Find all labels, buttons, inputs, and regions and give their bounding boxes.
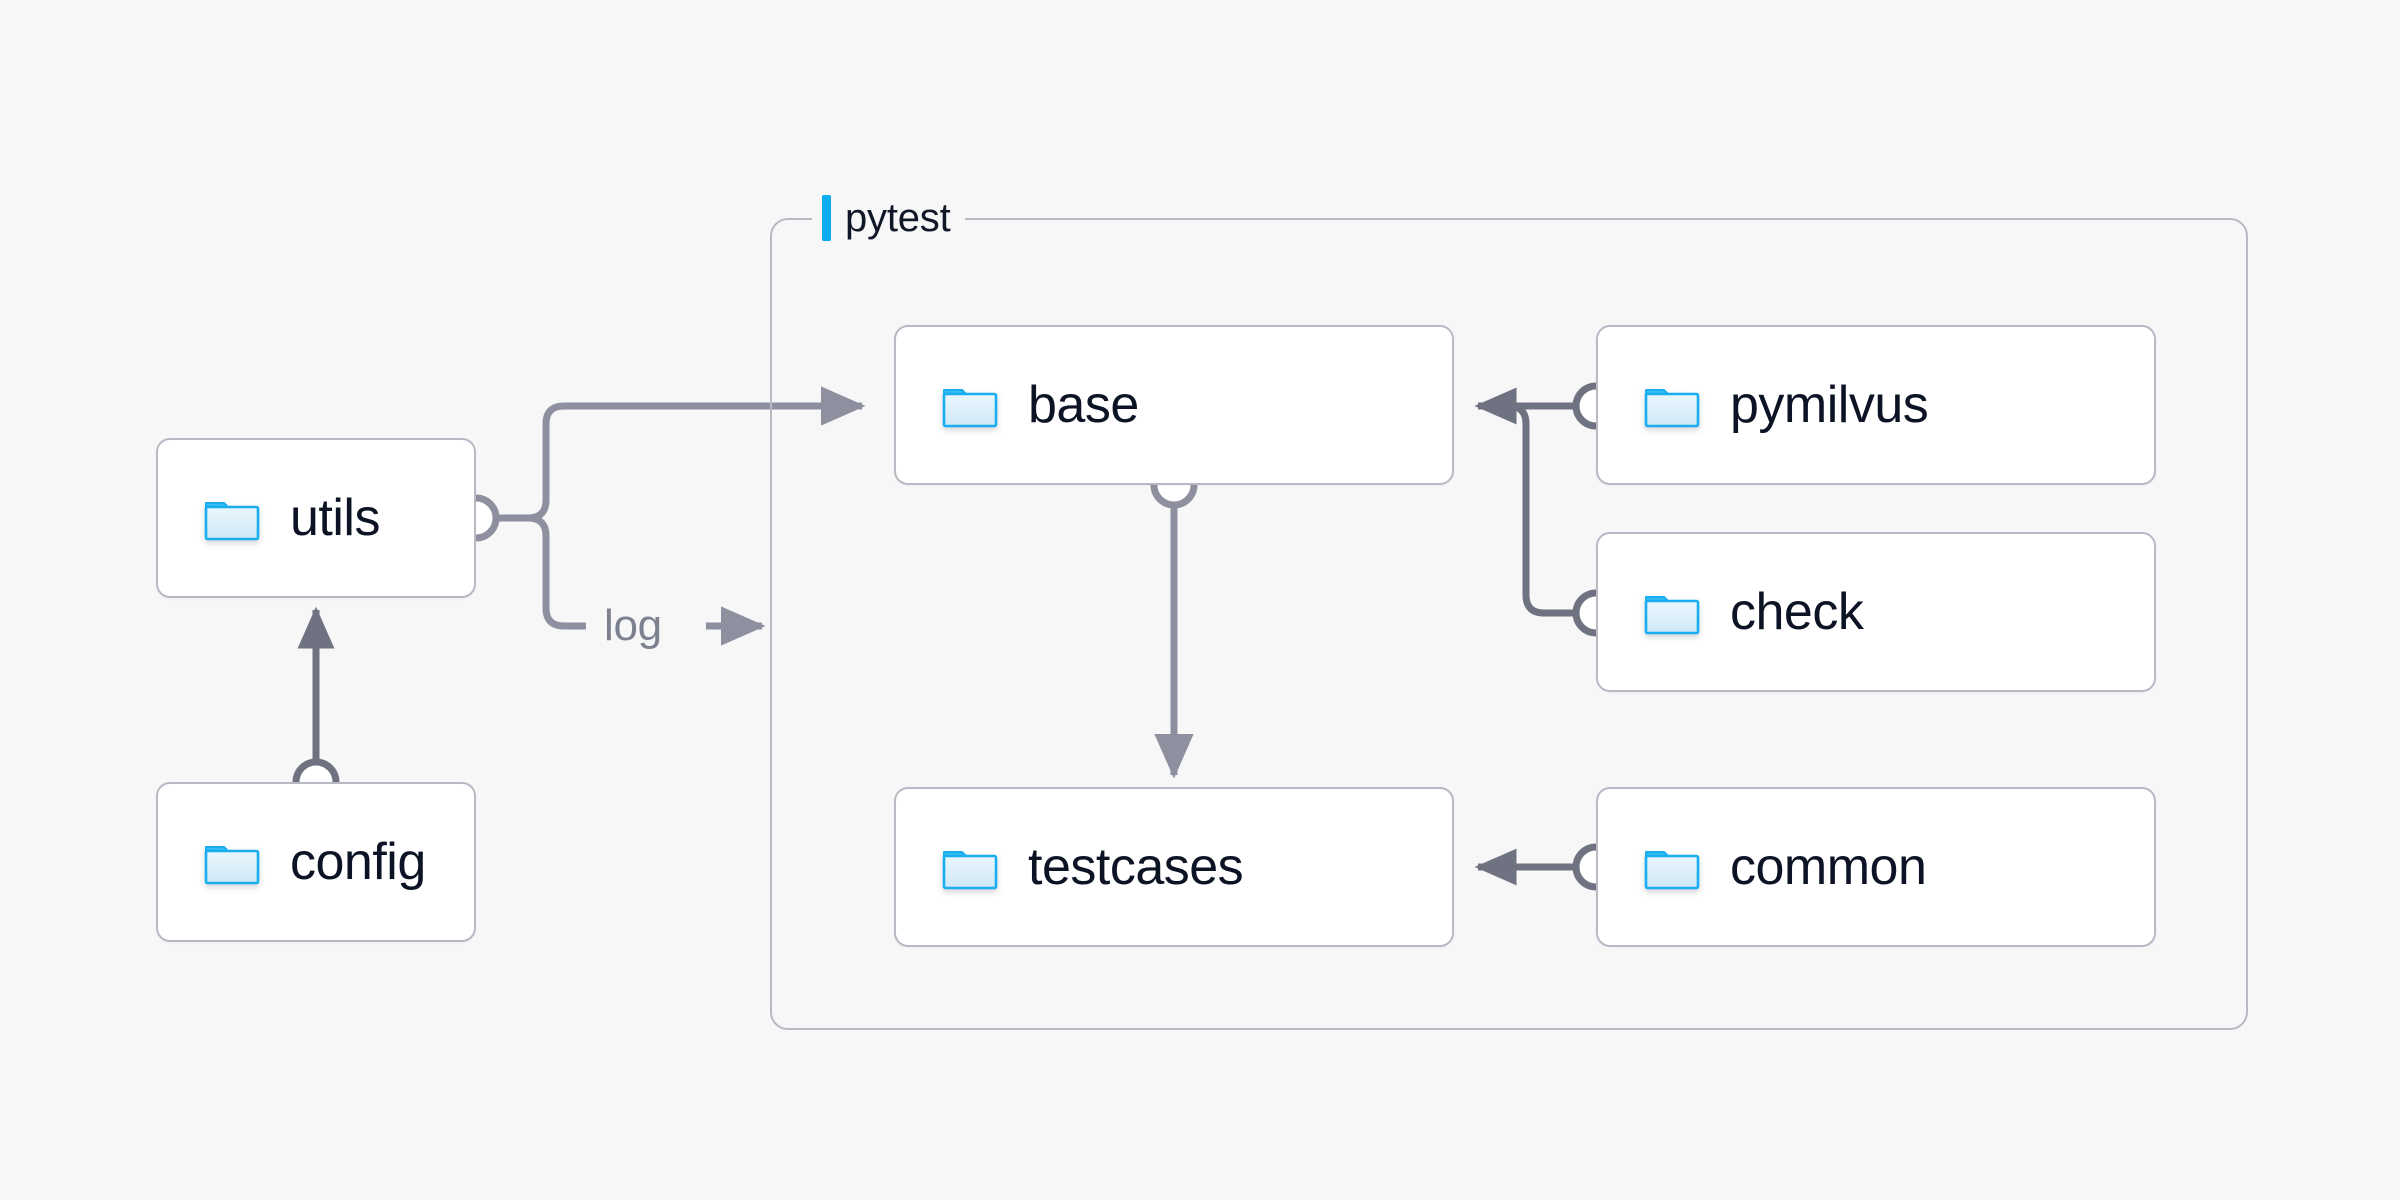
node-testcases[interactable]: testcases [894, 787, 1454, 947]
node-base-label: base [1028, 376, 1139, 434]
folder-icon [1644, 389, 1700, 428]
node-check[interactable]: check [1596, 532, 2156, 692]
node-utils-label: utils [290, 489, 380, 547]
node-testcases-label: testcases [1028, 838, 1244, 896]
group-pytest-label: pytest [812, 195, 965, 241]
accent-bar-icon [822, 195, 831, 241]
edge-config-to-utils [292, 606, 340, 806]
node-common-label: common [1730, 838, 1927, 896]
folder-icon [942, 851, 998, 890]
edge-label-log: log [604, 601, 662, 650]
node-config[interactable]: config [156, 782, 476, 942]
node-pymilvus-label: pymilvus [1730, 376, 1929, 434]
folder-icon [204, 846, 260, 885]
node-pymilvus[interactable]: pymilvus [1596, 325, 2156, 485]
group-pytest-label-text: pytest [845, 196, 951, 240]
node-base[interactable]: base [894, 325, 1454, 485]
folder-icon [1644, 596, 1700, 635]
node-common[interactable]: common [1596, 787, 2156, 947]
node-config-label: config [290, 833, 426, 891]
folder-icon [204, 502, 260, 541]
group-pytest [770, 218, 2248, 1030]
node-check-label: check [1730, 583, 1864, 641]
folder-icon [942, 389, 998, 428]
folder-icon [1644, 851, 1700, 890]
node-utils[interactable]: utils [156, 438, 476, 598]
